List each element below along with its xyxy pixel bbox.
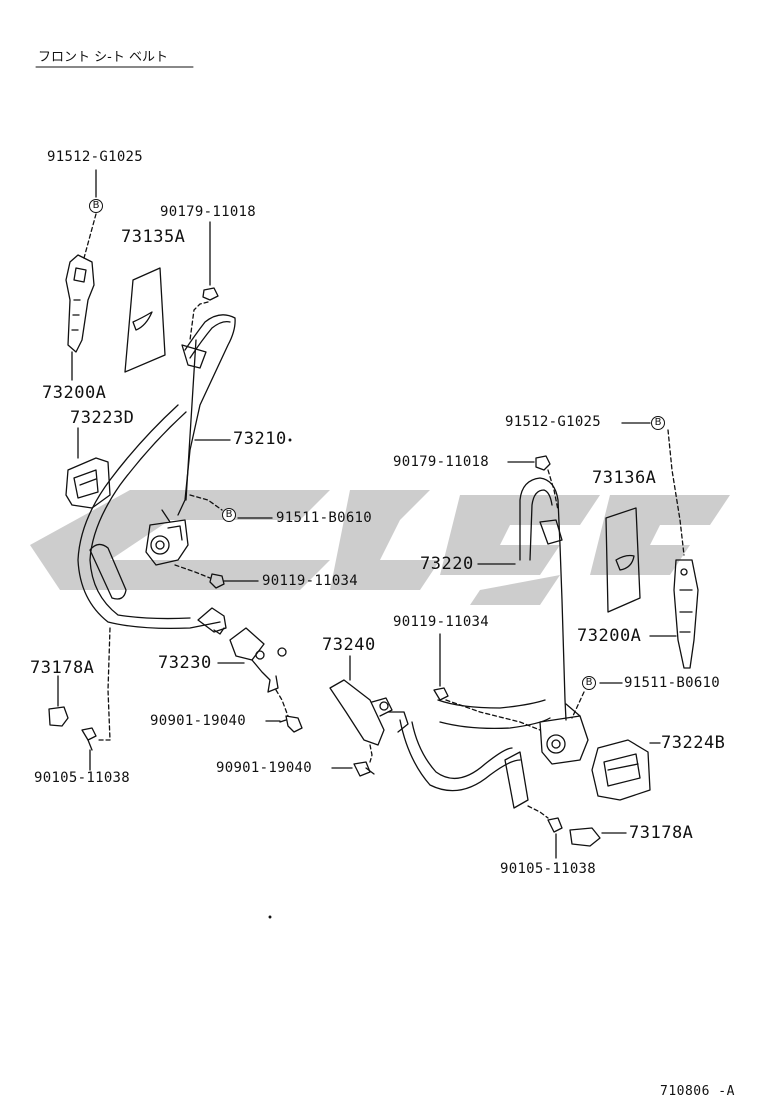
cap-73178a-right bbox=[569, 827, 601, 847]
nut-90179-left bbox=[202, 287, 219, 301]
leader-91512-right-dash bbox=[667, 429, 685, 556]
part-label-73200a-right: 73200A bbox=[577, 626, 642, 646]
anchor-plate-73200a-right bbox=[673, 559, 699, 669]
belt-73220 bbox=[399, 477, 567, 809]
part-label-73224b: 73224B bbox=[661, 733, 726, 753]
part-label-73240: 73240 bbox=[322, 635, 376, 655]
leader-91512-left-dash bbox=[83, 213, 97, 259]
callout-b-91511-right: B bbox=[582, 676, 596, 690]
leader-90105-left-dash bbox=[97, 627, 111, 741]
part-label-73200a-left: 73200A bbox=[42, 383, 107, 403]
cover-73136a bbox=[605, 507, 641, 613]
cover-73135a bbox=[124, 267, 166, 373]
leader-90119-left-dash bbox=[174, 564, 211, 579]
bolt-90105-left bbox=[81, 727, 97, 751]
cap-73178a-left bbox=[48, 706, 69, 727]
leader-91511-left-dash bbox=[189, 494, 223, 511]
part-label-73178a-left: 73178A bbox=[30, 658, 95, 678]
part-label-91512-right: 91512-G1025 bbox=[505, 414, 602, 430]
leader-90119-right-dash bbox=[445, 699, 541, 731]
part-label-90105-right: 90105-11038 bbox=[500, 861, 597, 877]
leader-90105-right-dash bbox=[527, 805, 549, 819]
leader-90179-right-dash bbox=[547, 469, 559, 511]
housing-73223d bbox=[65, 457, 111, 509]
part-label-90105-left: 90105-11038 bbox=[34, 770, 131, 786]
part-label-90119-right: 90119-11034 bbox=[393, 614, 490, 630]
callout-b-91511-left: B bbox=[222, 508, 236, 522]
retractor-left bbox=[145, 509, 189, 566]
leader-91511-right-dash bbox=[571, 691, 585, 719]
anchor-plate-73200a-left bbox=[65, 254, 95, 353]
part-label-90119-left: 90119-11034 bbox=[262, 573, 359, 589]
part-label-90179-right: 90179-11018 bbox=[393, 454, 490, 470]
part-label-73136a: 73136A bbox=[592, 468, 657, 488]
callout-b-91512-left: B bbox=[89, 199, 103, 213]
part-label-73210: 73210 bbox=[233, 429, 287, 449]
belt-73210 bbox=[77, 314, 236, 635]
diagram-code: 710806 -A bbox=[660, 1084, 735, 1099]
part-label-73230: 73230 bbox=[158, 653, 212, 673]
part-label-91511-left: 91511-B0610 bbox=[276, 510, 373, 526]
part-label-91512-left: 91512-G1025 bbox=[47, 149, 144, 165]
part-label-73135a: 73135A bbox=[121, 227, 186, 247]
leader-90179-left-dash bbox=[189, 301, 209, 341]
bolt-90119-left bbox=[209, 573, 225, 589]
bolt-90105-right bbox=[547, 817, 563, 833]
part-label-73178a-right: 73178A bbox=[629, 823, 694, 843]
diagram-title: フロント シ-ト ベルト bbox=[38, 50, 168, 65]
tongue-73240 bbox=[329, 679, 409, 746]
part-label-73220: 73220 bbox=[420, 554, 474, 574]
part-label-73223d: 73223D bbox=[70, 408, 135, 428]
buckle-73230 bbox=[229, 627, 287, 693]
housing-73224b bbox=[591, 739, 651, 801]
bolt-90901-b bbox=[353, 761, 375, 777]
nut-90179-right bbox=[535, 455, 551, 471]
part-label-91511-right: 91511-B0610 bbox=[624, 675, 721, 691]
leader-90901b-dash bbox=[369, 744, 373, 763]
retractor-right bbox=[539, 703, 589, 765]
part-label-90179-left: 90179-11018 bbox=[160, 204, 257, 220]
leader-90901a-dash bbox=[275, 689, 289, 717]
bolt-90119-right bbox=[433, 687, 449, 701]
part-label-90901-a: 90901-19040 bbox=[150, 713, 247, 729]
callout-b-91512-right: B bbox=[651, 416, 665, 430]
part-label-90901-b: 90901-19040 bbox=[216, 760, 313, 776]
bolt-90901-a bbox=[279, 715, 303, 733]
